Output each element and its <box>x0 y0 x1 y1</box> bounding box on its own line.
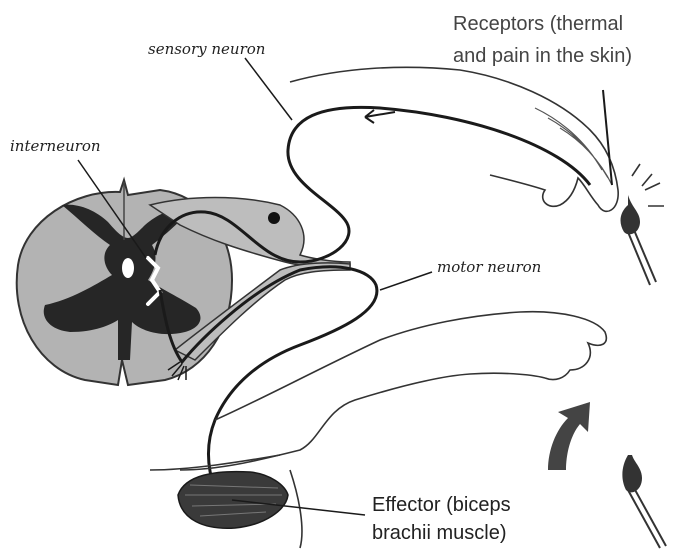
lower-matchstick <box>628 490 660 548</box>
withdrawal-arrow-icon <box>548 402 590 470</box>
lower-flame-icon <box>622 455 642 492</box>
sensory-neuron-label: sensory neuron <box>148 40 265 58</box>
upper-arm-and-hand <box>290 67 618 211</box>
lower-matchstick-edge <box>634 488 666 546</box>
upper-flame-icon <box>621 195 640 234</box>
receptors-label-line1: Receptors (thermal <box>453 12 623 36</box>
lower-match <box>622 455 666 548</box>
dorsal-root-ganglion-dot <box>268 212 280 224</box>
effector-label-line1: Effector (biceps <box>372 492 511 518</box>
upper-hand-outline <box>290 67 618 211</box>
upper-hand-fingers <box>535 108 612 185</box>
elbow-line <box>290 470 302 548</box>
receptors-label-line2: and pain in the skin) <box>453 44 632 68</box>
heat-rays-icon <box>632 164 664 206</box>
effector-label-line2: brachii muscle) <box>372 520 506 546</box>
flow-arrow <box>365 110 395 123</box>
motor-neuron-label: motor neuron <box>437 258 541 276</box>
interneuron-label: interneuron <box>10 137 101 155</box>
sensory-neuron-pointer <box>245 58 292 120</box>
lower-arm-outline-top <box>215 312 606 420</box>
central-canal <box>122 258 134 278</box>
upper-match <box>621 164 664 285</box>
motor-neuron-pointer <box>380 272 432 290</box>
